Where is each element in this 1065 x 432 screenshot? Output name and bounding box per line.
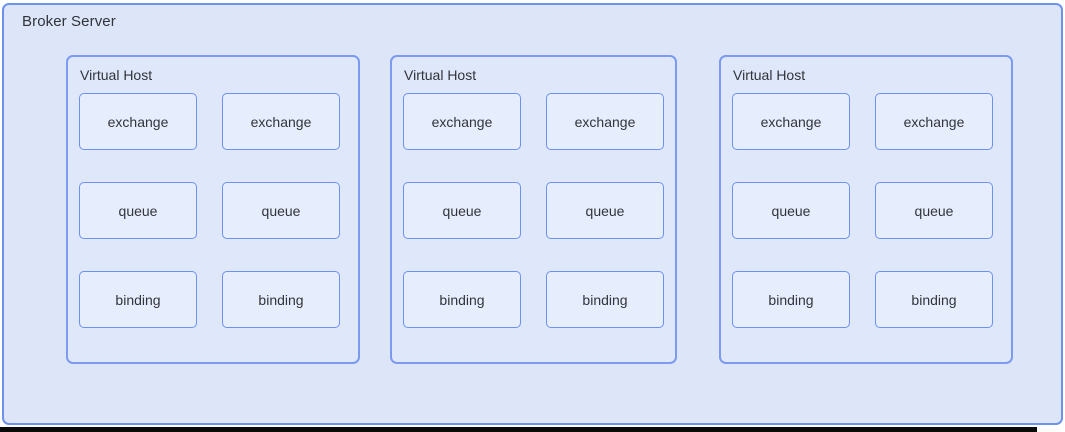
window-bottom-edge <box>0 427 1037 432</box>
virtual-host-3-label: Virtual Host <box>733 67 806 83</box>
queue-node: queue <box>403 182 521 239</box>
queue-node: queue <box>875 182 993 239</box>
binding-node: binding <box>222 271 340 328</box>
exchange-node: exchange <box>222 93 340 150</box>
queue-node: queue <box>222 182 340 239</box>
virtual-host-1: Virtual Host exchange exchange queue que… <box>66 55 360 364</box>
virtual-host-2: Virtual Host exchange exchange queue que… <box>390 55 677 364</box>
queue-node: queue <box>79 182 197 239</box>
queue-node: queue <box>546 182 664 239</box>
exchange-node: exchange <box>875 93 993 150</box>
exchange-node: exchange <box>79 93 197 150</box>
binding-node: binding <box>875 271 993 328</box>
exchange-node: exchange <box>403 93 521 150</box>
exchange-node: exchange <box>732 93 850 150</box>
broker-server-label: Broker Server <box>22 13 116 30</box>
virtual-host-3: Virtual Host exchange exchange queue que… <box>719 55 1013 364</box>
queue-node: queue <box>732 182 850 239</box>
binding-node: binding <box>79 271 197 328</box>
binding-node: binding <box>732 271 850 328</box>
virtual-host-2-label: Virtual Host <box>404 67 477 83</box>
virtual-host-1-grid: exchange exchange queue queue binding bi… <box>79 93 340 328</box>
binding-node: binding <box>546 271 664 328</box>
broker-server-container: Broker Server Virtual Host exchange exch… <box>2 3 1063 425</box>
virtual-host-1-label: Virtual Host <box>80 67 153 83</box>
exchange-node: exchange <box>546 93 664 150</box>
virtual-host-2-grid: exchange exchange queue queue binding bi… <box>403 93 664 328</box>
binding-node: binding <box>403 271 521 328</box>
virtual-host-3-grid: exchange exchange queue queue binding bi… <box>732 93 993 328</box>
